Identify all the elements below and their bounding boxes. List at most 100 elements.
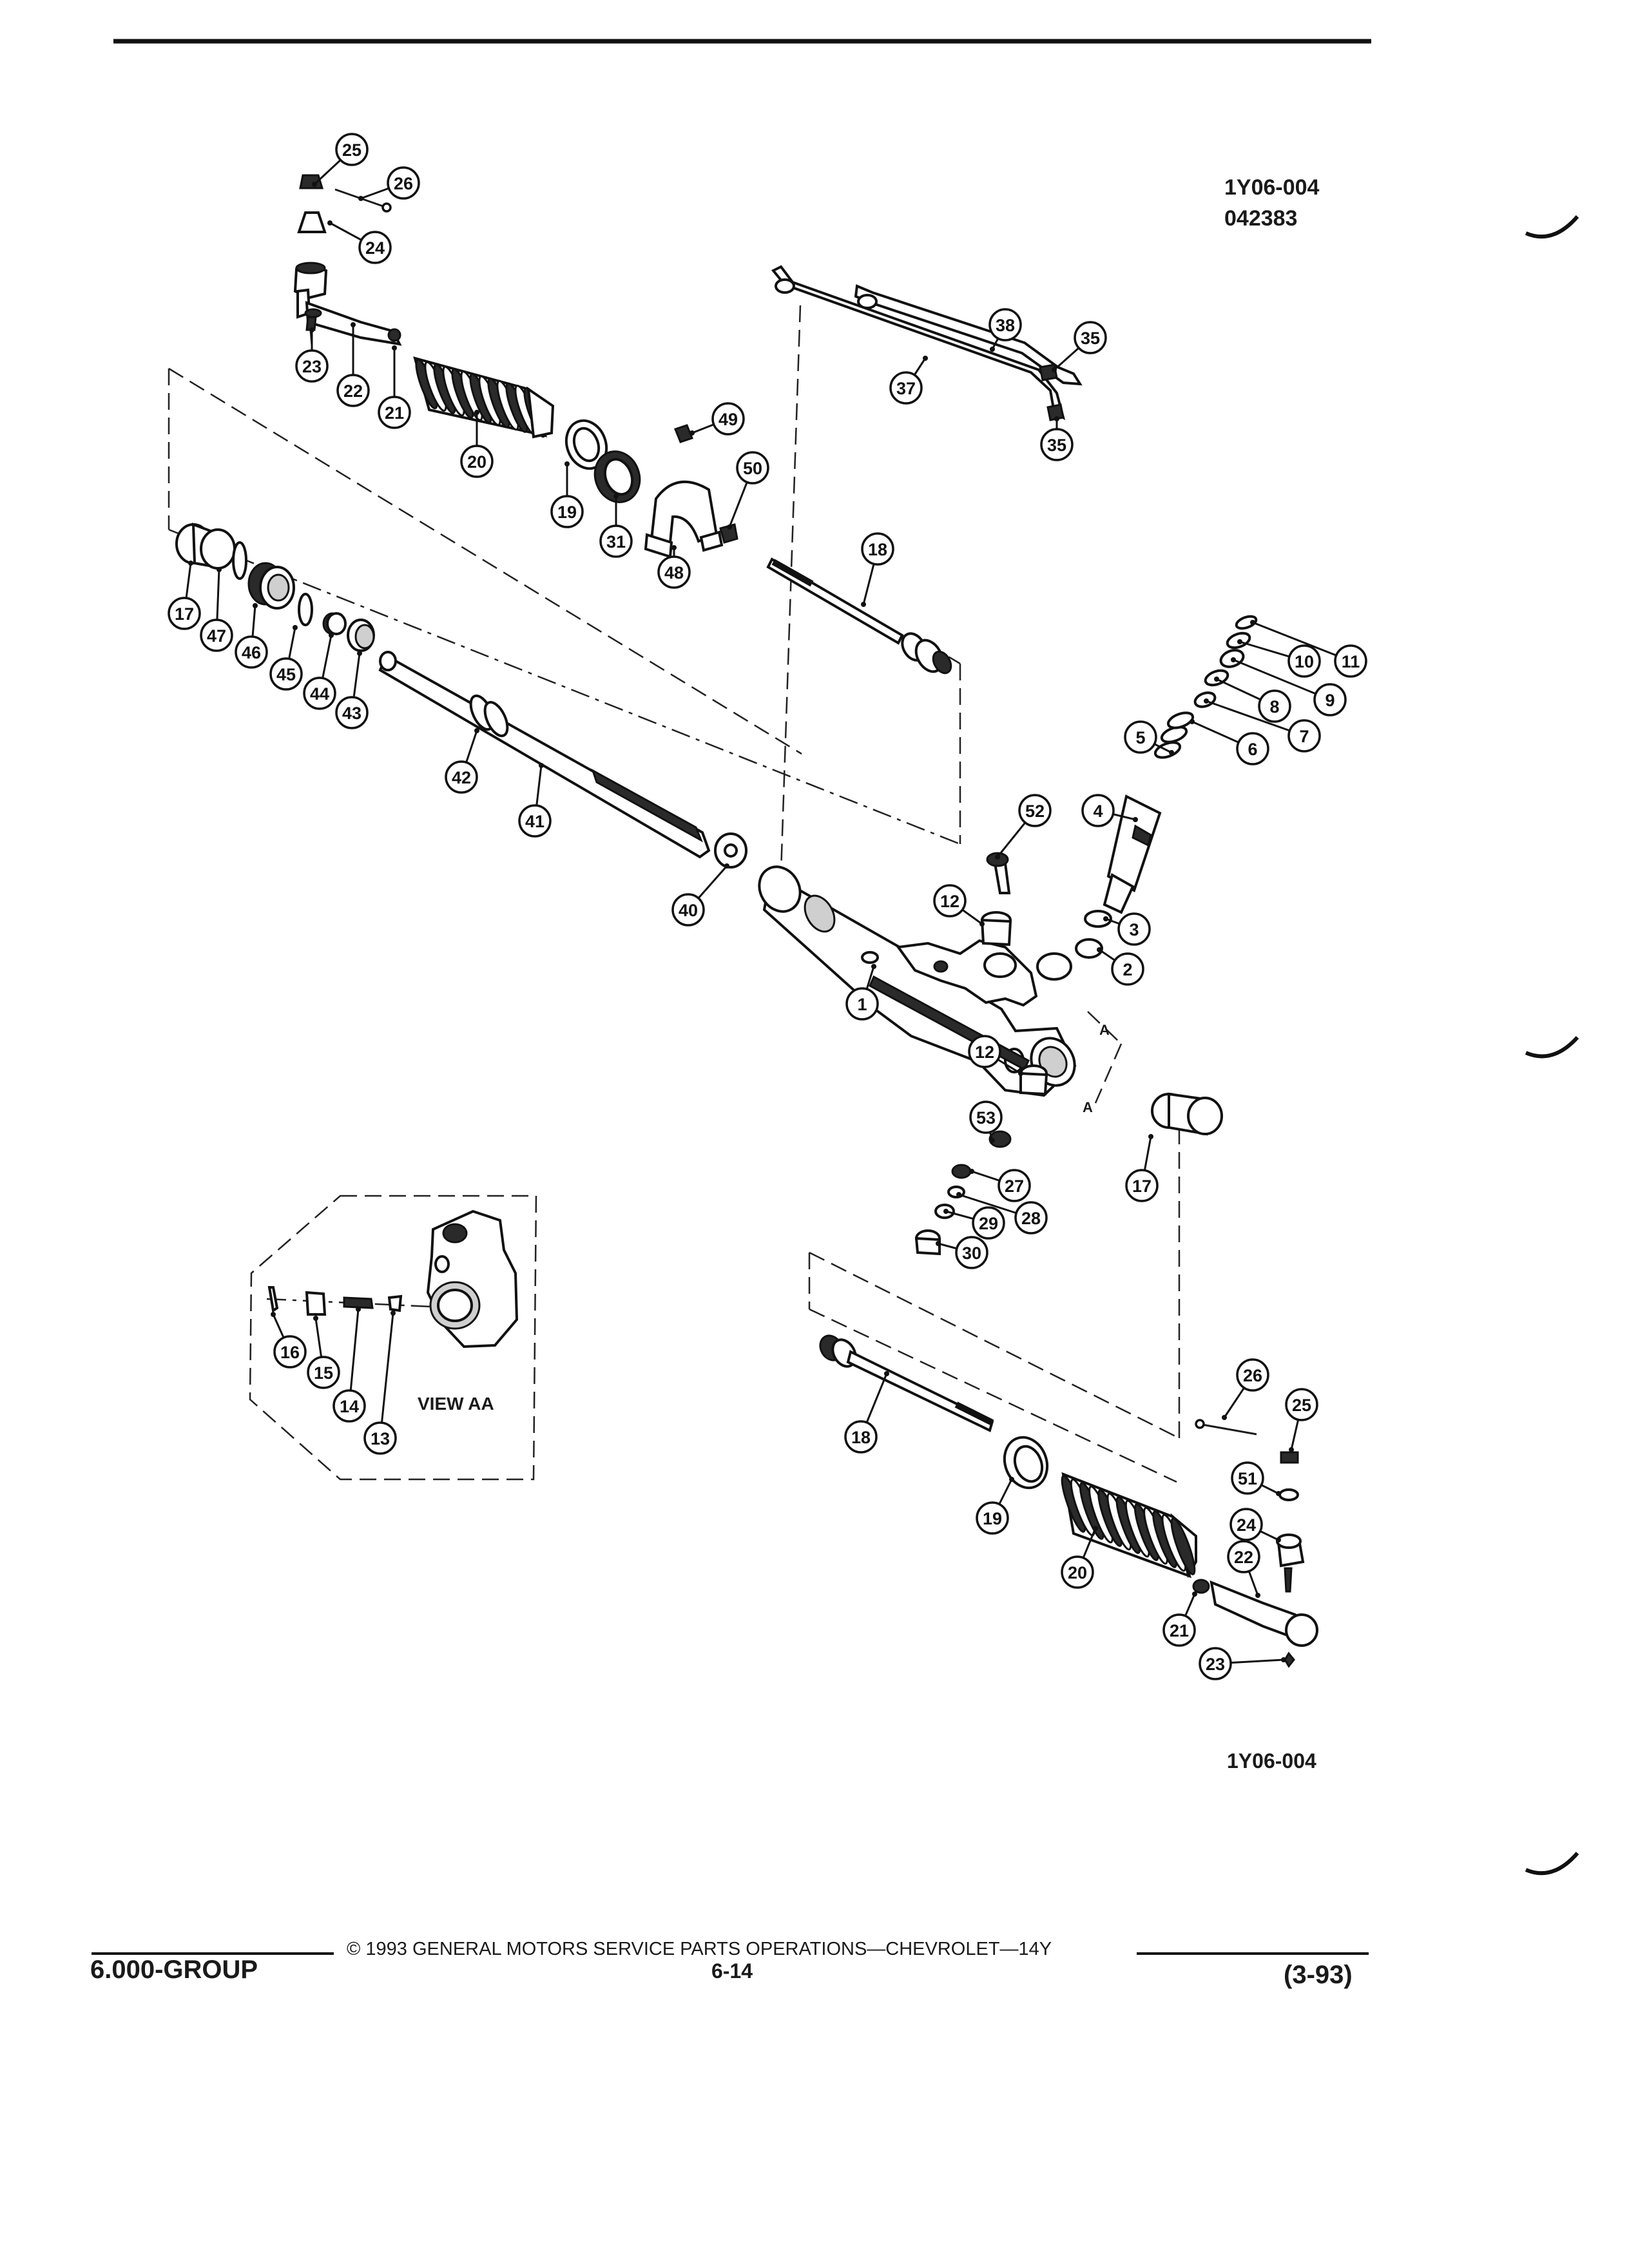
callout-26: 26 (387, 166, 420, 200)
callout-22: 22 (336, 374, 370, 407)
callout-circle (1040, 428, 1074, 461)
callout-leader-tip (884, 1371, 889, 1376)
callout-leader-tip (1190, 719, 1195, 724)
callout-22: 22 (1227, 1540, 1260, 1573)
boot-lower-ribs (1061, 1475, 1196, 1575)
callout-leader-tip (1103, 916, 1108, 921)
view-aa-detail (266, 1209, 519, 1349)
callout-number: 38 (996, 316, 1015, 335)
callout-leader-tip (474, 410, 479, 415)
inner-tie-rod-upper (766, 557, 952, 675)
footer-copyright: © 1993 GENERAL MOTORS SERVICE PARTS OPER… (347, 1939, 1052, 1959)
callout-leader-tip (309, 327, 314, 332)
callout-number: 4 (1093, 802, 1103, 821)
callout-number: 6 (1248, 740, 1257, 759)
callout-circle (1125, 1169, 1159, 1202)
callout-leader-tip (861, 602, 866, 607)
callout-number: 47 (207, 626, 226, 646)
callout-number: 18 (868, 540, 887, 559)
callout-circle (295, 349, 329, 383)
callout-51: 51 (1231, 1461, 1264, 1495)
callout-number: 23 (1206, 1655, 1225, 1674)
callout-leader-tip (956, 1192, 961, 1197)
callout-circle (976, 1501, 1009, 1535)
callout-circle (333, 1389, 366, 1423)
callout-circle (1018, 794, 1052, 827)
callout-number: 18 (851, 1428, 871, 1447)
callout-leader-tip (539, 763, 544, 768)
callout-24: 24 (358, 231, 392, 264)
callout-leader-tip (1204, 698, 1209, 704)
callout-number: 10 (1295, 652, 1314, 671)
callout-number: 28 (1021, 1209, 1041, 1228)
callout-leader-tip (329, 633, 334, 638)
callout-38: 38 (988, 308, 1022, 341)
callout-circle (933, 884, 967, 918)
callout-23: 23 (295, 349, 329, 383)
callout-circle (1236, 732, 1269, 765)
callout-leader-11 (1252, 621, 1351, 662)
callout-26: 26 (1236, 1358, 1269, 1392)
callout-circle (1199, 1647, 1232, 1680)
callout-31: 31 (599, 524, 633, 558)
callout-number: 23 (302, 357, 322, 376)
callout-circle (1124, 720, 1157, 754)
callout-number: 11 (1342, 652, 1360, 671)
callout-circle (378, 396, 411, 429)
callout-leader-tip (253, 603, 258, 608)
callout-leader-tip (990, 1138, 995, 1143)
callout-circle (1287, 719, 1321, 753)
callout-11: 11 (1334, 644, 1367, 678)
callout-leader-tip (1097, 947, 1102, 952)
callout-circle (988, 308, 1022, 341)
callout-37: 37 (889, 371, 923, 405)
callout-number: 30 (962, 1244, 981, 1263)
callout-leader-tip (969, 1169, 974, 1174)
bushing-lower (1151, 1092, 1223, 1136)
callout-circle (969, 1100, 1003, 1134)
callout-25: 25 (335, 133, 369, 166)
figure-sub-code: 042383 (1224, 206, 1297, 231)
callout-circle (269, 657, 303, 691)
callout-leader-tip (995, 854, 1000, 860)
callout-number: 43 (342, 704, 361, 723)
callout-circle (445, 760, 478, 794)
callout-circle (1231, 1461, 1264, 1495)
callout-leader-tip (564, 461, 570, 466)
callout-19: 19 (976, 1501, 1009, 1535)
callout-number: 25 (342, 140, 361, 160)
callout-18: 18 (861, 532, 894, 566)
callout-circle (303, 677, 336, 710)
callout-number: 22 (343, 381, 363, 401)
callout-35: 35 (1074, 321, 1107, 354)
callout-leader-tip (923, 356, 928, 361)
callout-13: 13 (363, 1421, 397, 1455)
callout-20: 20 (1061, 1555, 1094, 1589)
callout-leader-tip (217, 567, 222, 572)
callout-number: 16 (280, 1343, 300, 1362)
callout-53: 53 (969, 1100, 1003, 1134)
callout-number: 45 (276, 665, 296, 684)
callout-number: 17 (175, 604, 194, 624)
callout-leader-tip (1237, 639, 1242, 644)
callout-circle (1227, 1540, 1260, 1573)
callout-circle (736, 451, 769, 485)
callout-circle (845, 987, 879, 1021)
callout-14: 14 (333, 1389, 366, 1423)
callout-circle (998, 1169, 1031, 1202)
callout-circle (336, 374, 370, 407)
hydraulic-lines (771, 265, 1083, 421)
callout-number: 51 (1238, 1469, 1257, 1488)
callout-number: 50 (743, 459, 762, 478)
callout-leader-tip (356, 1307, 361, 1312)
callout-leader-tip (1281, 1657, 1286, 1662)
callout-circle (599, 524, 633, 558)
callout-number: 41 (525, 812, 545, 831)
callout-leader-tip (1231, 657, 1236, 662)
callout-circle (335, 133, 369, 166)
callout-circle (1061, 1555, 1094, 1589)
callout-number: 21 (385, 403, 404, 423)
callout-circle (1285, 1388, 1318, 1421)
callout-leader-tip (327, 220, 333, 226)
callout-number: 26 (1243, 1366, 1262, 1385)
